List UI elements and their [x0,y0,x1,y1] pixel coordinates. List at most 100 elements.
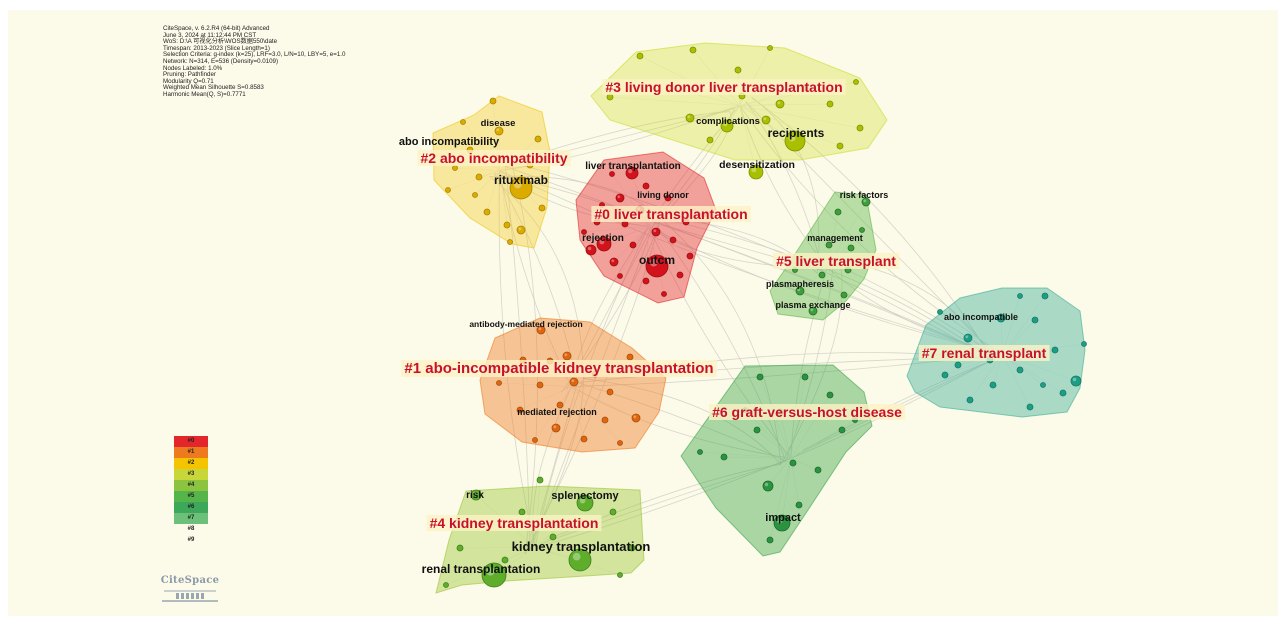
node-circle [581,229,587,235]
node-circle [1059,389,1067,397]
node-cluster-1 [606,388,614,396]
node-cluster-7 [937,309,943,315]
cluster-label-backdrop [417,150,571,166]
node-circle [609,171,615,177]
node-highlight [564,353,568,357]
node-circle [536,325,546,335]
citation-edge [654,222,787,462]
node-circle [516,406,524,414]
node-cluster-5 [818,271,826,279]
node-cluster-1 [631,413,641,423]
node-highlight [965,335,969,339]
node-circle [756,373,764,381]
node-circle [685,113,695,123]
node-label: splenectomy [551,490,619,502]
node-cluster-6 [753,426,761,434]
cluster-edge [454,167,500,171]
node-highlight [649,258,658,267]
summary-line: June 3, 2024 at 11:12:44 PM CST [163,31,257,39]
cluster-edge [1002,295,1021,355]
node-cluster-0 [686,252,694,260]
node-cluster-0 [651,227,661,237]
node-cluster-7 [1016,366,1024,374]
node-cluster-5 [825,241,833,249]
node-cluster-7 [941,371,949,379]
cluster-label-backdrop [426,515,602,531]
node-circle [615,193,625,203]
citation-edge [489,176,584,379]
cluster-edge [571,386,606,421]
node-cluster-0 [625,166,639,180]
node-cluster-0 [669,236,677,244]
legend-item: #9 [187,537,195,543]
cluster-edge [519,386,572,411]
summary-line: CiteSpace, v. 6.2.R4 (64-bit) Advanced [163,25,270,32]
cluster-edge [540,329,572,387]
node-circle [720,453,728,461]
node-circle [706,136,714,144]
node-cluster-1 [536,325,546,335]
node-cluster-4 [443,582,449,588]
cluster-label-backdrop [602,79,846,95]
node-circle [941,371,949,379]
node-cluster-2 [494,126,504,136]
cluster-edge [739,105,757,173]
node-circle [538,204,546,212]
node-highlight [472,491,477,496]
citation-edge [648,226,1003,355]
node-cluster-3 [775,99,785,109]
node-cluster-3 [748,164,764,180]
node-circle [847,244,855,252]
node-label: risk [466,490,484,501]
node-cluster-5 [808,306,818,316]
node-circle [836,142,844,150]
node-circle [861,197,871,207]
citation-edge [499,105,740,171]
node-label: desensitization [719,159,795,171]
cluster-label-backdrop [401,360,717,377]
node-cluster-7 [966,396,974,404]
node-label: rituximab [494,173,548,187]
node-cluster-4 [576,494,594,512]
cluster-label-text: #3 living donor liver transplantation [605,79,842,95]
node-label: plasma exchange [775,300,850,310]
node-circle [748,164,764,180]
cluster-edge [571,386,611,393]
logo-emblem [162,590,218,602]
node-cluster-1 [516,406,524,414]
node-cluster-0 [617,273,623,279]
cluster-edge [555,386,572,429]
cluster-edge [790,419,856,459]
node-circle [536,381,544,389]
node-highlight [633,415,637,419]
node-cluster-2 [538,204,546,212]
legend-item: #1 [174,447,208,458]
node-cluster-1 [536,381,544,389]
node-circle [503,221,511,229]
cluster-edge [756,429,791,459]
legend-item: #3 [174,469,208,480]
node-cluster-6 [801,373,809,381]
node-cluster-3 [689,46,697,54]
node-circle [773,514,791,532]
cluster-edge [499,170,522,231]
node-circle [808,306,818,316]
node-circle [609,257,619,267]
node-circle [452,165,458,171]
node-circle [734,66,742,74]
cluster-edge [781,458,792,524]
node-cluster-3 [761,115,771,125]
cluster-edge [739,103,831,106]
citation-edge [583,378,782,465]
cluster-edge [534,386,572,441]
cluster-edge [499,170,511,243]
node-circle [826,391,834,399]
node-cluster-0 [645,254,669,278]
node-circle [1070,375,1082,387]
node-highlight [863,199,867,203]
cluster-edge [534,536,554,548]
cluster-6-label: #6 graft-versus-host disease [709,404,906,420]
node-label: rejection [582,233,624,244]
node-highlight [810,308,814,312]
node-label: antibody-mediated rejection [469,319,582,329]
